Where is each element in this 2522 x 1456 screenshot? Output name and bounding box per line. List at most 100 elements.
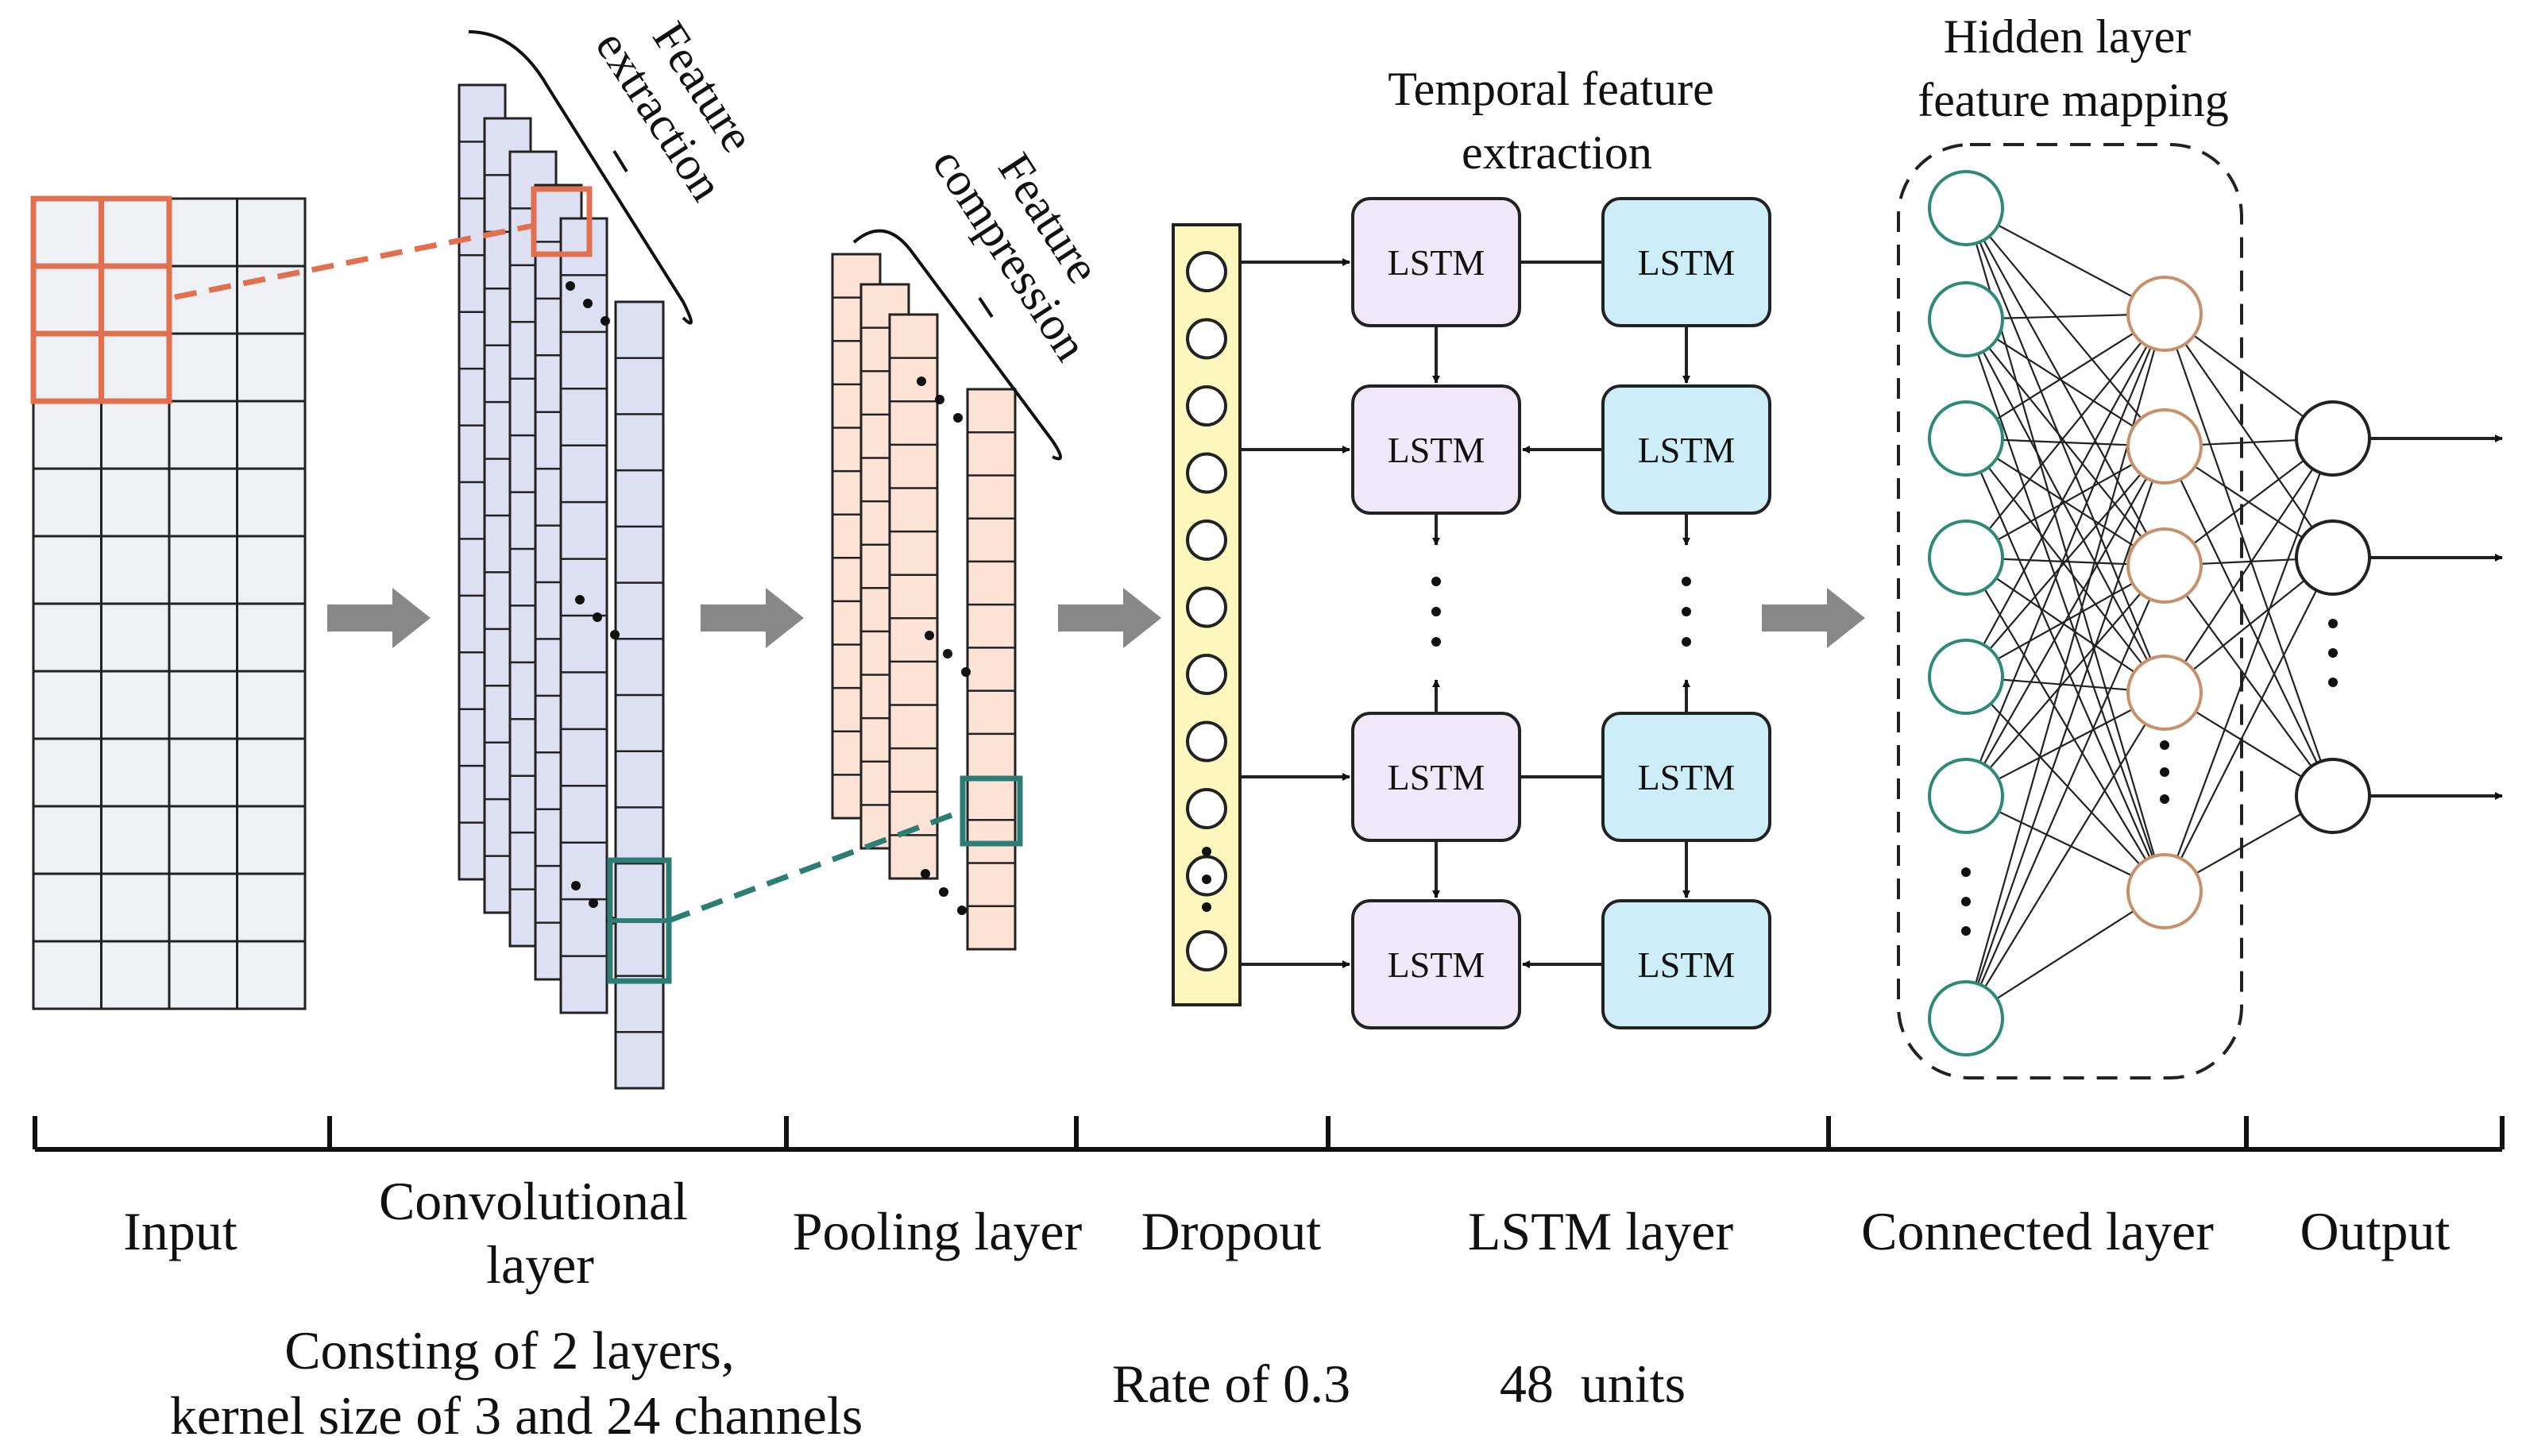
conv-kernel-highlight — [531, 186, 593, 257]
svg-text:Feature extraction: Feature extraction — [585, 0, 777, 210]
fc-edge — [1965, 557, 2165, 892]
lstm-cell-label: LSTM — [1638, 242, 1736, 283]
flow-arrow-pool-dropout — [1058, 588, 1161, 648]
lstm-ellipsis-dot — [1431, 637, 1441, 647]
lstm-cell-label: LSTM — [1638, 757, 1736, 798]
fc-edge — [1965, 446, 2165, 678]
fc-edge — [1965, 438, 2165, 693]
pool-highlight — [960, 775, 1023, 847]
feature-extraction-brace — [468, 30, 693, 325]
pool-dashed-connector — [667, 808, 964, 924]
pool-ellipsis-dot — [925, 631, 934, 640]
dropout-node — [1186, 385, 1227, 427]
fc-edge — [1965, 313, 2165, 558]
pool-ellipsis-dot — [957, 906, 967, 915]
dropout-node — [1186, 654, 1227, 695]
hidden1-node — [1928, 519, 2004, 596]
fc-edge — [2164, 446, 2334, 797]
hidden2-node — [2126, 655, 2203, 731]
svg-text:Convolutional layer: Convolutional layer — [379, 1171, 701, 1295]
stage-label-output: Output — [2300, 1201, 2451, 1261]
fc-edge — [1964, 207, 2166, 693]
output-ellipsis-dot — [2328, 648, 2338, 658]
pool-output-map — [966, 388, 1017, 951]
fc-edge — [1965, 890, 2165, 1019]
kernel-connectors — [174, 222, 964, 924]
hidden-layer-line2: feature mapping — [1918, 74, 2229, 126]
pooling-feature-maps — [831, 253, 1023, 951]
fc-edge — [2163, 313, 2335, 797]
fc-edge — [1965, 319, 2165, 693]
fc-edge — [1965, 557, 2165, 693]
pool-ellipsis-dot — [917, 377, 926, 386]
svg-text:Connected layer: Connected layer — [1861, 1201, 2214, 1261]
pool-ellipsis-dot — [935, 395, 944, 404]
hidden1-node — [1928, 980, 2004, 1056]
hidden1-ellipsis-dot — [1961, 926, 1971, 936]
conv-ellipsis-dot — [571, 881, 581, 890]
lstm-cell-label: LSTM — [1388, 944, 1485, 985]
hidden2-node — [2126, 853, 2203, 929]
hidden1-node — [1928, 400, 2004, 477]
fc-edge — [2164, 438, 2334, 693]
fc-edge — [1965, 676, 2165, 892]
conv-ellipsis-dot — [566, 281, 575, 291]
stage-axis — [33, 1116, 2505, 1152]
dropout-node — [1186, 519, 1227, 561]
hidden-layer-line1: Hidden layer — [1944, 10, 2192, 63]
flow-arrows — [327, 588, 1865, 648]
pool-ellipsis-dot — [943, 649, 952, 658]
output-node — [2295, 400, 2371, 477]
lstm-cell — [1351, 899, 1521, 1029]
pool-ellipsis-dot — [921, 869, 930, 879]
flow-arrow-conv-pool — [701, 588, 804, 648]
svg-text:Consting of 2 layers, ke: Consting of 2 layers, kernel size of 3 a… — [170, 1320, 863, 1446]
fc-edge — [1965, 313, 2165, 678]
lstm-ellipsis-dot — [1682, 607, 1691, 616]
hidden-layer-annotation: Hidden layer feature mapping — [1918, 10, 2229, 126]
svg-text:Dropout: Dropout — [1141, 1201, 1322, 1261]
hidden1-ellipsis-dot — [1961, 867, 1971, 877]
fc-edge — [2164, 313, 2334, 558]
hidden-layer-dashed-box — [1897, 143, 2243, 1079]
dropout-node — [1186, 788, 1227, 829]
svg-text:Output: Output — [2300, 1201, 2451, 1261]
fc-edge — [1964, 319, 2166, 892]
fc-edge — [2164, 557, 2334, 892]
dropout-ellipsis-dot — [1202, 902, 1211, 912]
fc-edge — [2163, 438, 2335, 892]
input-grid — [30, 195, 307, 1010]
stage-label-dropout: Dropout — [1141, 1201, 1322, 1261]
svg-text:48 units: 48 units — [1500, 1354, 1686, 1414]
dropout-node — [1186, 251, 1227, 292]
temporal-feature-line1: Temporal feature — [1388, 63, 1714, 115]
lstm-cell-label: LSTM — [1388, 757, 1485, 798]
hidden2-ellipsis-dot — [2160, 767, 2169, 777]
fc-edge — [1964, 565, 2166, 1019]
stage-label-convolutional-line1: Convolutional — [379, 1171, 688, 1231]
svg-text:Rate of 0.3: Rate of 0.3 — [1112, 1354, 1350, 1414]
hidden2-node — [2126, 276, 2203, 352]
stage-label-input: Input — [123, 1201, 238, 1261]
fully-connected-network — [1897, 143, 2503, 1079]
dropout-ellipsis-dot — [1202, 875, 1211, 884]
pool-ellipsis-dot — [953, 413, 963, 423]
input-kernel-cell — [98, 330, 172, 404]
output-ellipsis-dot — [2328, 619, 2338, 628]
fc-edge — [1965, 565, 2165, 797]
hidden1-node — [1928, 281, 2004, 357]
lstm-ellipsis-dot — [1431, 607, 1441, 616]
hidden1-ellipsis-dot — [1961, 897, 1971, 906]
fc-edge — [1965, 313, 2165, 439]
pool-map — [888, 313, 939, 880]
dropout-node — [1186, 452, 1227, 494]
kernel-dashed-connector — [174, 222, 535, 300]
dropout-node — [1186, 930, 1227, 971]
conv-detail-line1: Consting of 2 layers, — [284, 1320, 735, 1381]
dropout-detail: Rate of 0.3 — [1112, 1354, 1350, 1414]
hidden1-node — [1928, 758, 2004, 834]
hidden1-node — [1928, 170, 2004, 246]
svg-text:Input: Input — [123, 1201, 238, 1261]
stage-label-convolutional-line2: layer — [486, 1234, 594, 1295]
